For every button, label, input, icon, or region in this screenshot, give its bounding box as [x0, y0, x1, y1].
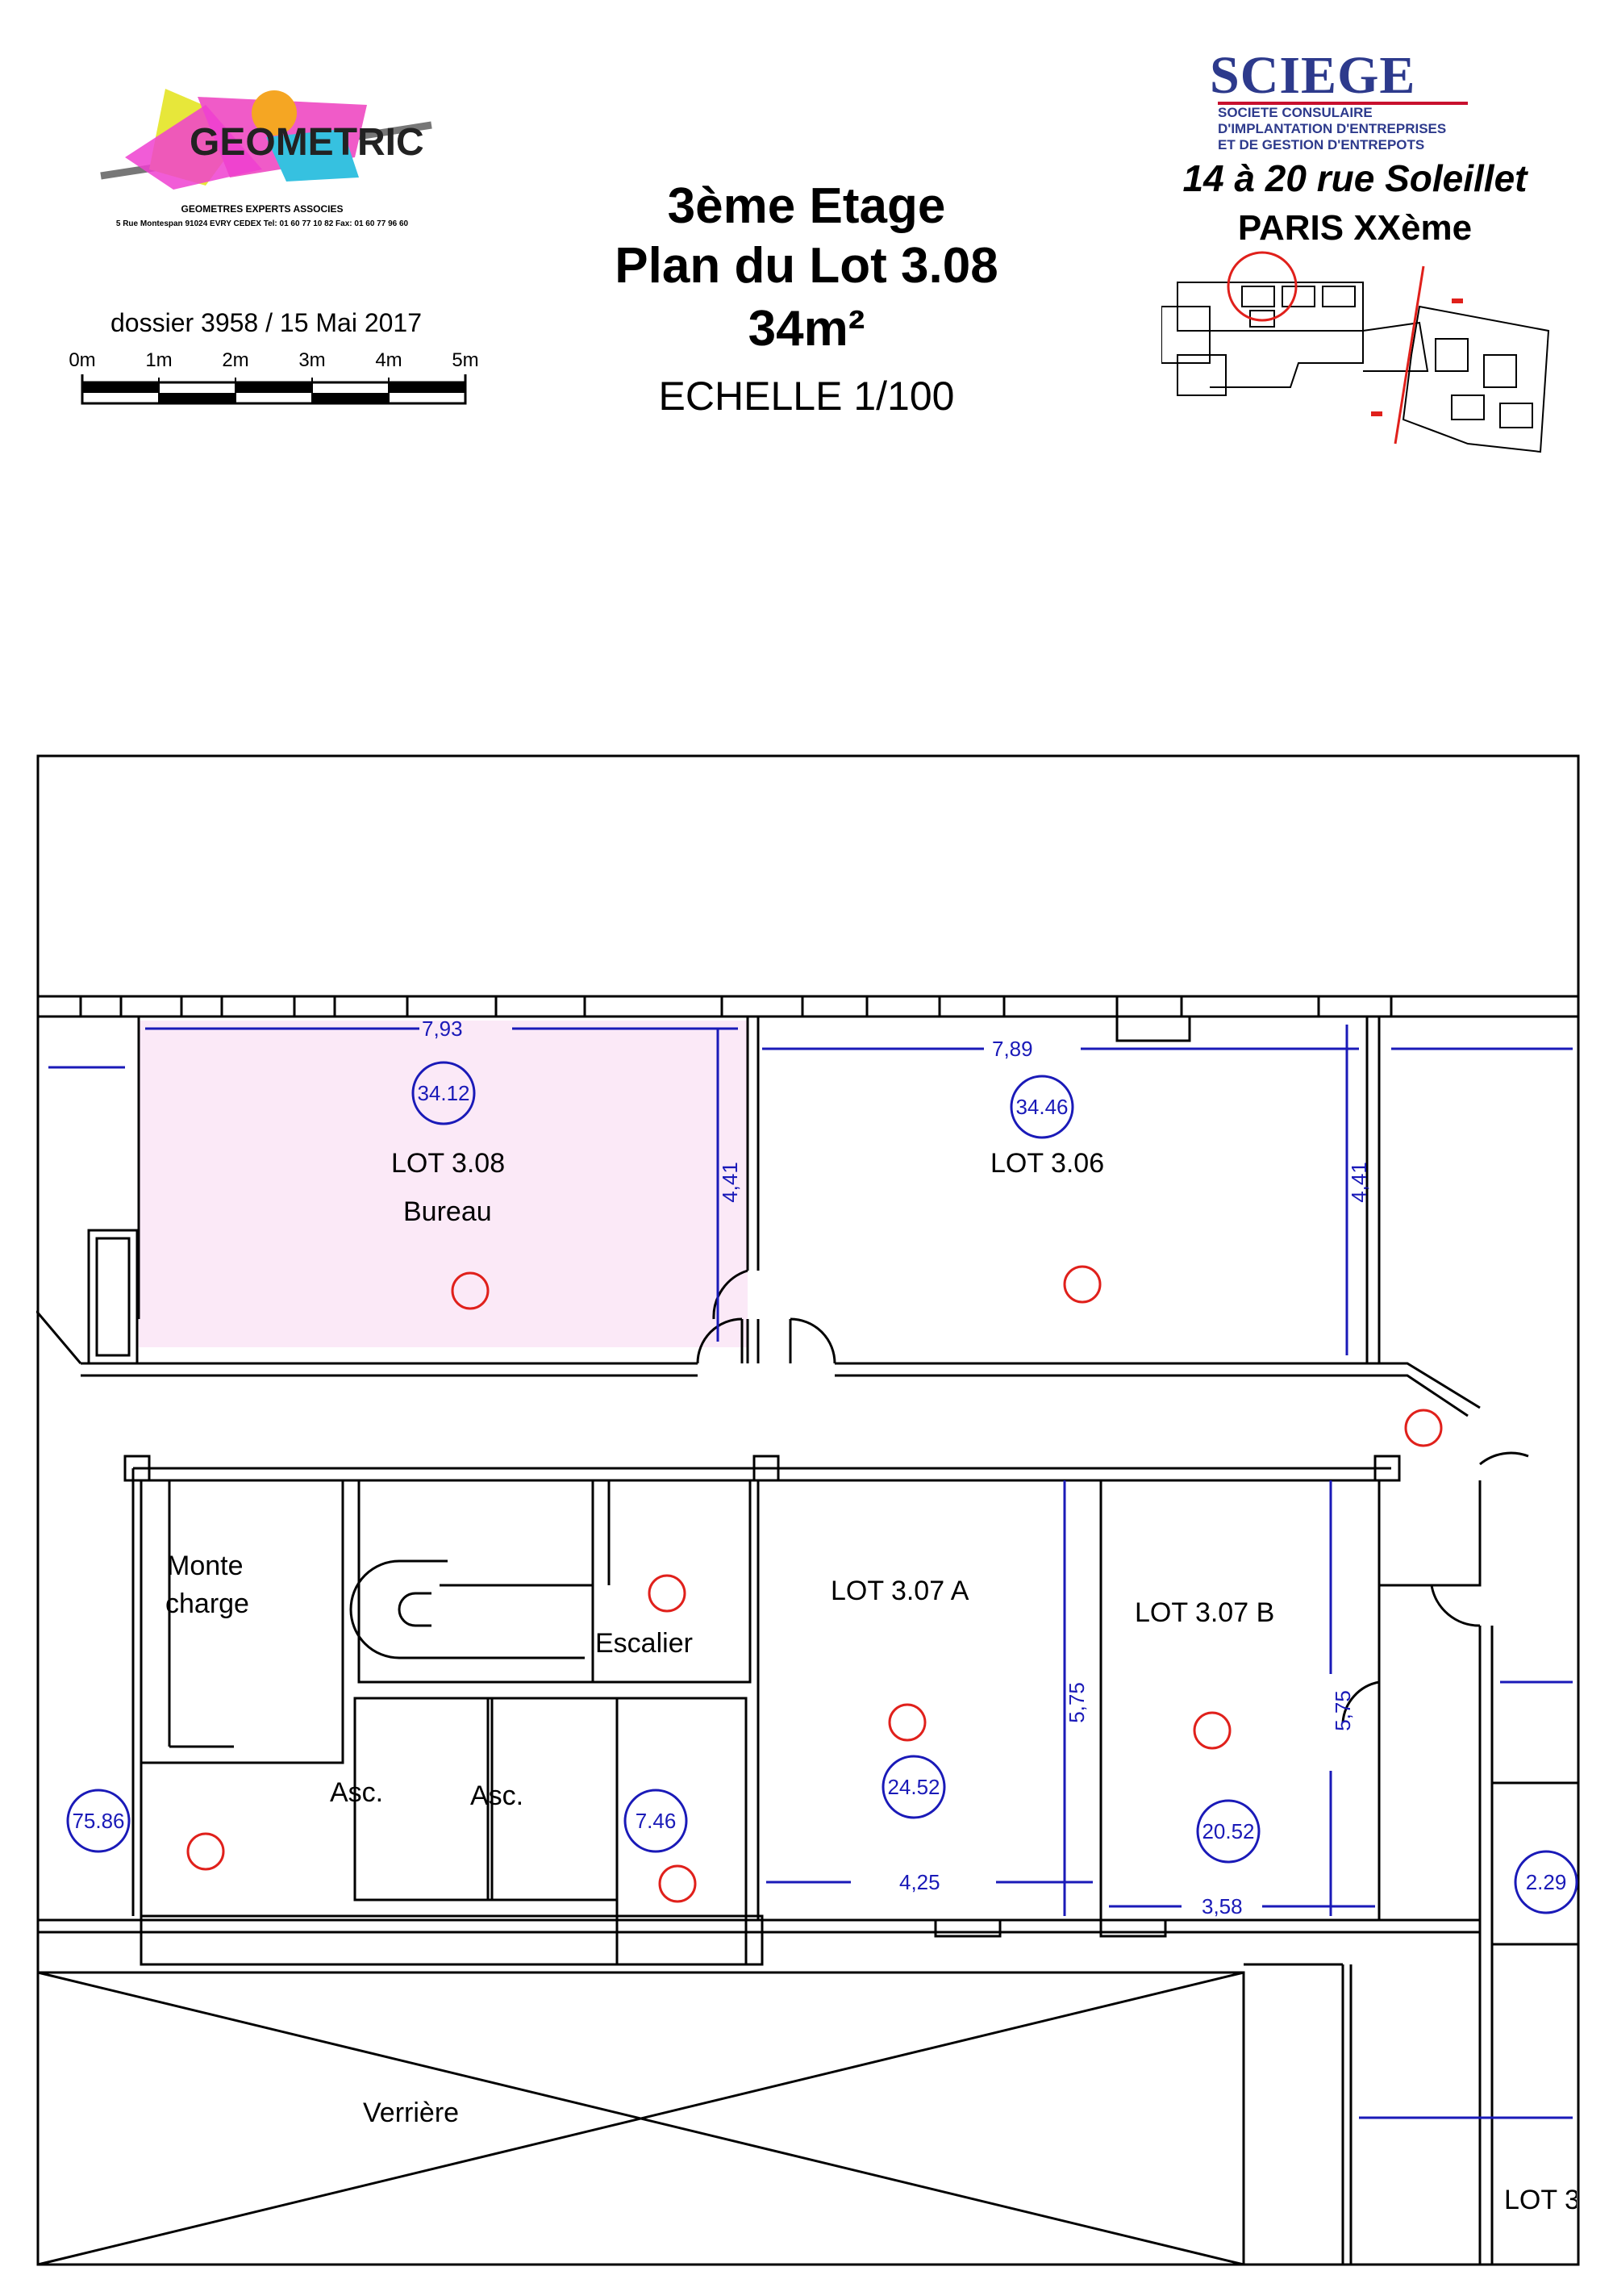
floor-plan-drawing — [36, 754, 1580, 2266]
dimension-575-b: 5,75 — [1330, 1690, 1355, 1731]
logo-wordmark: GEOMETRIC — [190, 121, 424, 164]
dossier-reference: dossier 3958 / 15 Mai 2017 — [110, 308, 423, 337]
area-3412: 34.12 — [417, 1081, 470, 1105]
plan-title: Plan du Lot 3.08 — [615, 238, 998, 294]
dimension-575-a: 5,75 — [1064, 1682, 1089, 1723]
sciege-subtitle-1: SOCIETE CONSULAIRE — [1218, 105, 1373, 120]
dimension-441-left: 4,41 — [717, 1162, 742, 1203]
area-7586: 75.86 — [72, 1809, 125, 1833]
geometric-logo: GEOMETRIC — [100, 89, 432, 190]
scale-tick-0: 0m — [69, 349, 95, 371]
logo-subtitle: GEOMETRES EXPERTS ASSOCIES — [181, 203, 344, 215]
lot-306-label: LOT 3.06 — [990, 1148, 1105, 1179]
skylight-label: Verrière — [363, 2098, 460, 2128]
scale-tick-2: 2m — [222, 349, 248, 371]
scale-tick-1: 1m — [145, 349, 172, 371]
sciege-subtitle-2: D'IMPLANTATION D'ENTREPRISES — [1218, 121, 1447, 136]
dimension-425: 4,25 — [899, 1870, 940, 1894]
lot-308-label: LOT 3.08 — [391, 1148, 506, 1179]
monte-charge-label-2: charge — [165, 1588, 249, 1619]
area-3446: 34.46 — [1015, 1095, 1069, 1119]
partial-lot-label: LOT 3 — [1504, 2185, 1577, 2215]
plan-scale: ECHELLE 1/100 — [658, 374, 955, 419]
scale-bar: 0m 1m 2m 3m 4m 5m — [69, 349, 479, 405]
lift-label-1: Asc. — [330, 1777, 384, 1808]
lot-307a-label: LOT 3.07 A — [831, 1576, 969, 1606]
area-2452: 24.52 — [887, 1775, 940, 1799]
area-2052: 20.52 — [1202, 1819, 1255, 1843]
area-746: 7.46 — [635, 1809, 677, 1833]
lot-308-use: Bureau — [403, 1196, 492, 1227]
dimension-358: 3,58 — [1202, 1894, 1243, 1918]
monte-charge-label-1: Monte — [167, 1551, 244, 1581]
scale-tick-3: 3m — [298, 349, 325, 371]
floor-plan: LOT 3.08 Bureau LOT 3.06 LOT 3.07 A LOT … — [36, 754, 1581, 2271]
lift-label-2: Asc. — [470, 1780, 524, 1811]
lot-surface: 34m² — [748, 301, 865, 357]
dimension-441-right: 4,41 — [1346, 1162, 1371, 1203]
street-address: 14 à 20 rue Soleillet — [1182, 157, 1528, 199]
floor-title: 3ème Etage — [667, 178, 946, 234]
sciege-subtitle-3: ET DE GESTION D'ENTREPOTS — [1218, 137, 1425, 152]
stair-label: Escalier — [595, 1628, 693, 1659]
scale-tick-5: 5m — [452, 349, 478, 371]
logo-address: 5 Rue Montespan 91024 EVRY CEDEX Tel: 01… — [115, 219, 409, 228]
sciege-logo: SCIEGE — [1210, 46, 1416, 105]
lot-307b-label: LOT 3.07 B — [1135, 1597, 1275, 1628]
city-district: PARIS XXème — [1237, 208, 1473, 248]
lot-308-highlight — [139, 1021, 748, 1347]
scale-tick-4: 4m — [375, 349, 402, 371]
dimension-789: 7,89 — [992, 1037, 1033, 1061]
area-229: 2.29 — [1525, 1870, 1567, 1894]
key-map — [1161, 251, 1550, 453]
sciege-rule — [1218, 102, 1468, 105]
dimension-793: 7,93 — [422, 1017, 463, 1041]
